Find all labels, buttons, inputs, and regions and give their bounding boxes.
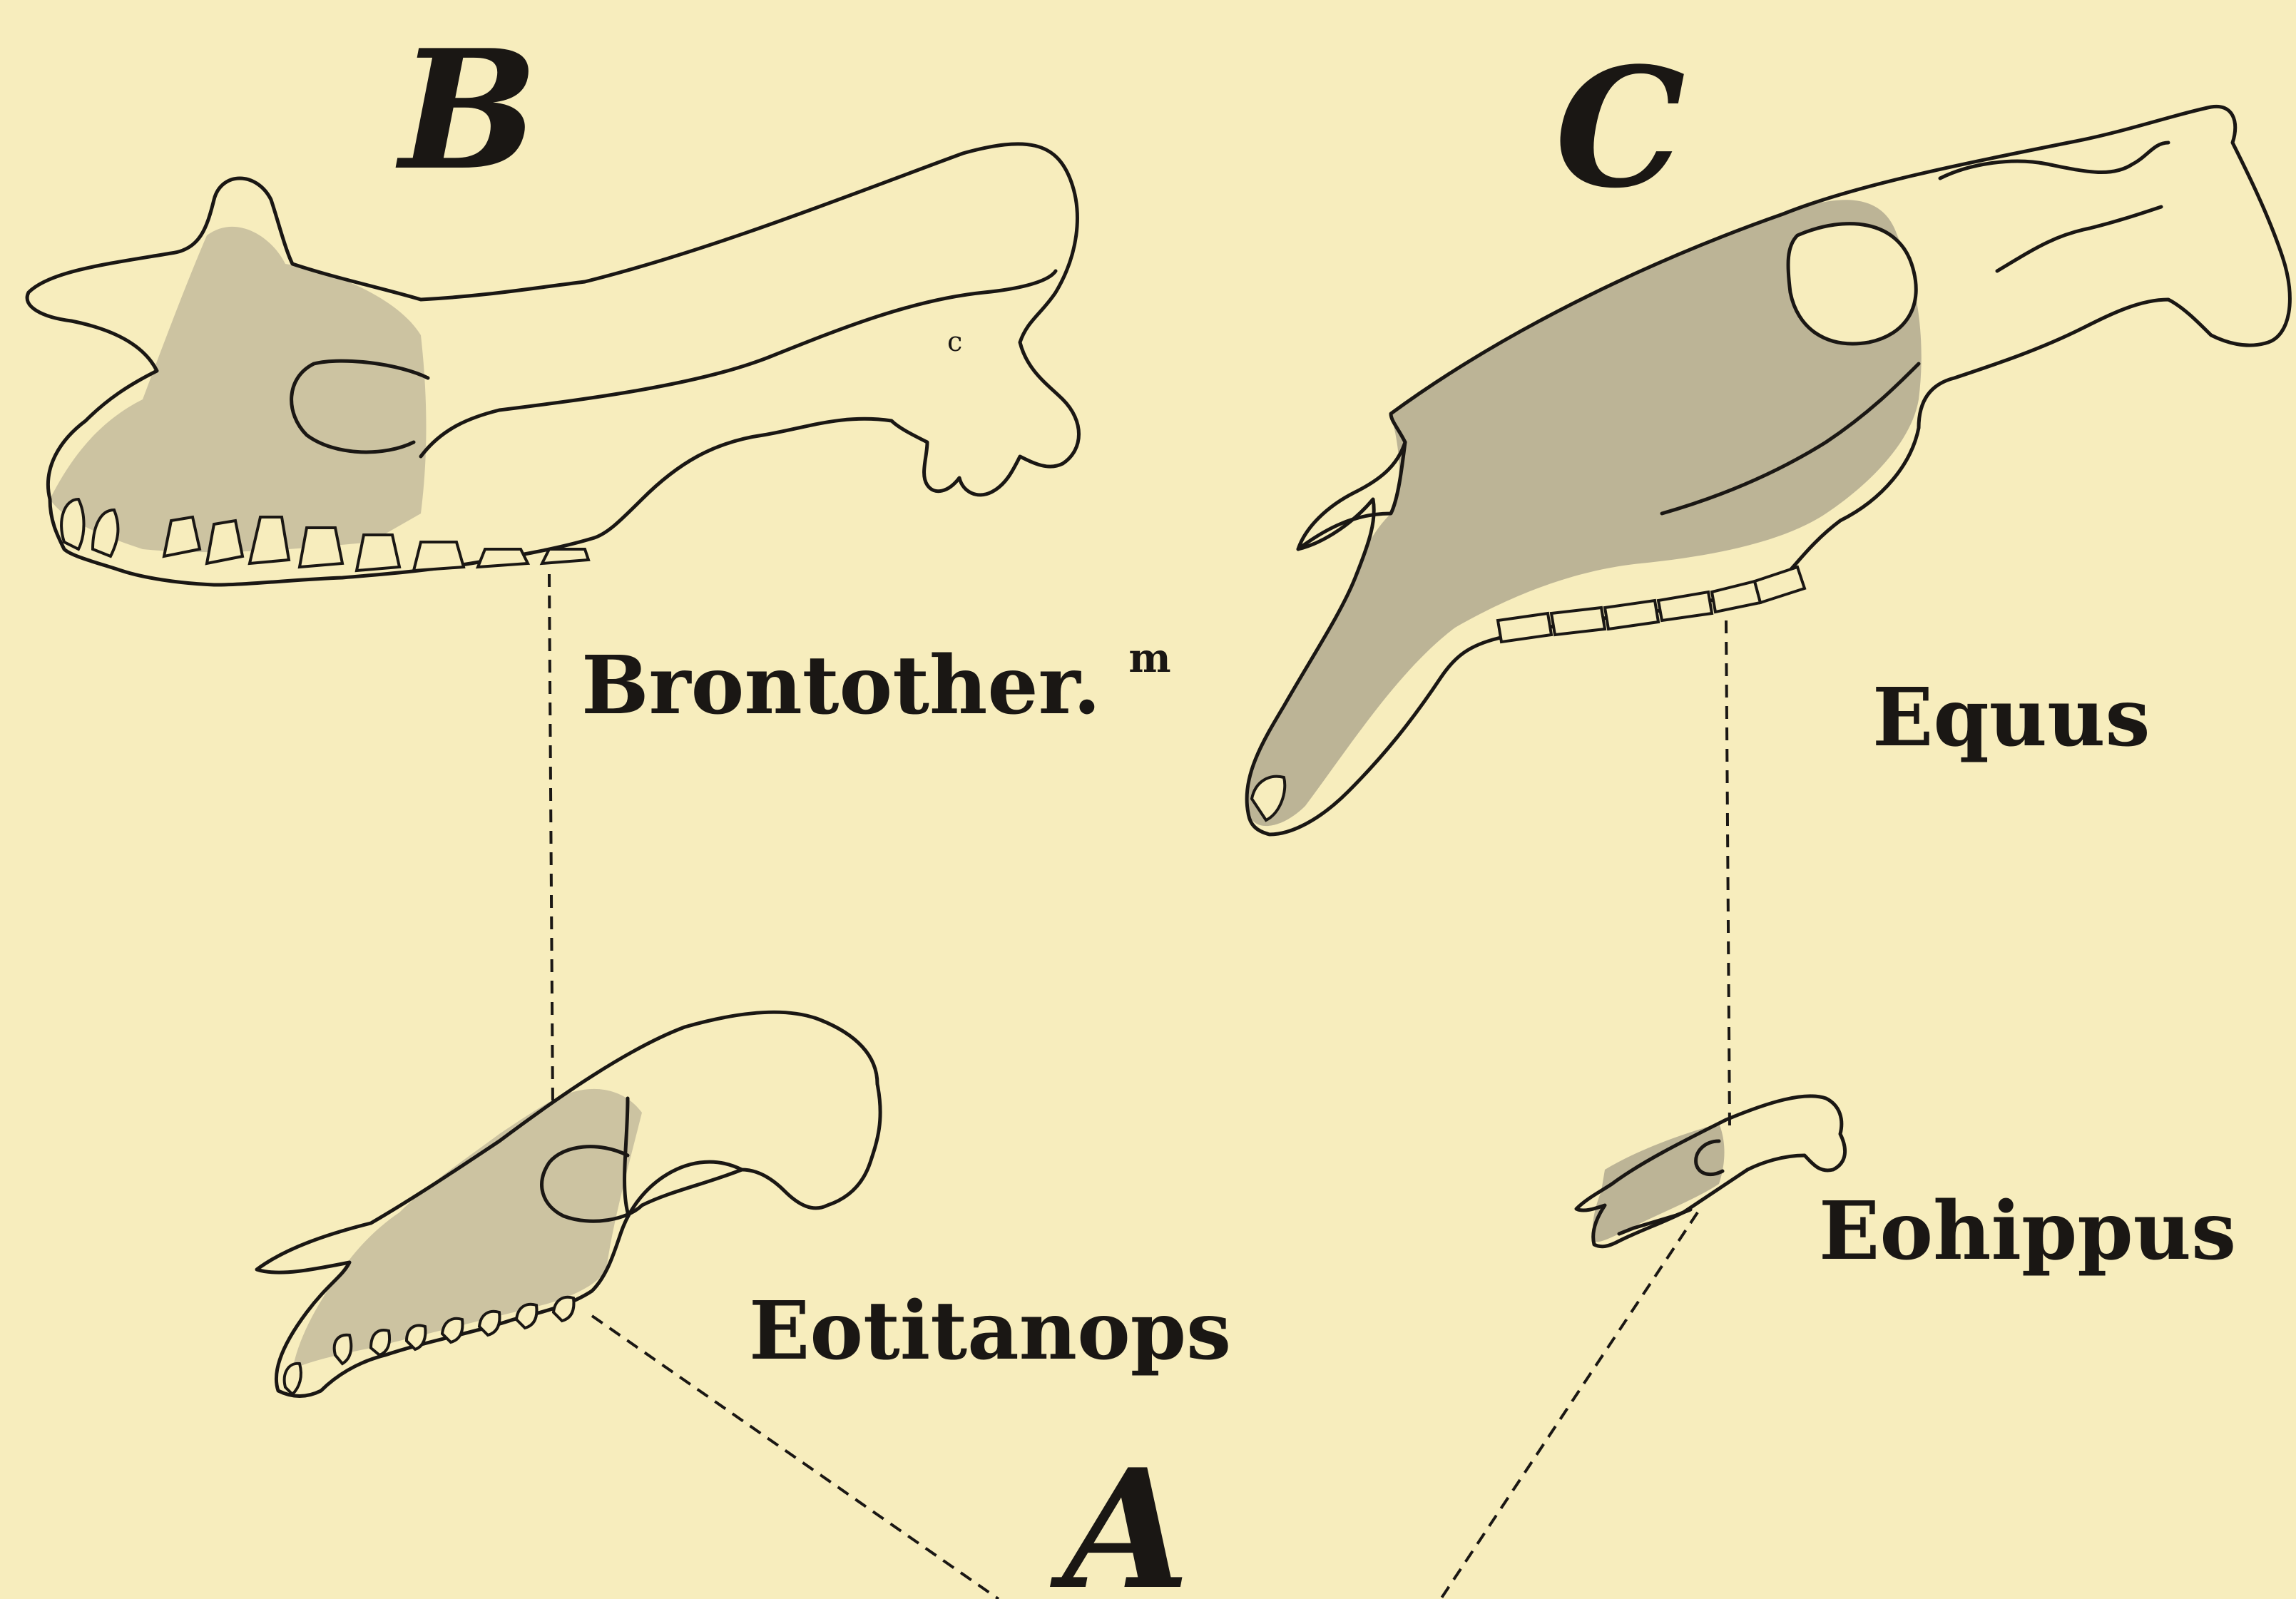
connector-equus-eohippus bbox=[1726, 620, 1730, 1130]
letter-a: A bbox=[1050, 1434, 1190, 1599]
letter-b: B bbox=[395, 14, 538, 207]
brontotherium-shaded-region bbox=[50, 227, 427, 552]
brontotherium-zygomatic-arch bbox=[421, 271, 1056, 456]
letter-c: C bbox=[1555, 32, 1685, 225]
connector-brontotherium-eotitanops bbox=[549, 574, 553, 1109]
label-eohippus: Eohippus bbox=[1819, 1185, 2236, 1278]
label-brontotherium-text: Brontother. bbox=[581, 639, 1101, 732]
label-brontotherium: Brontother. m bbox=[581, 635, 1171, 732]
label-brontotherium-sup: m bbox=[1128, 635, 1170, 682]
label-equus: Equus bbox=[1872, 671, 2150, 765]
brontotherium-skull: c bbox=[27, 144, 1078, 585]
equus-orbit bbox=[1788, 224, 1916, 344]
label-eotitanops: Eotitanops bbox=[749, 1284, 1231, 1378]
connector-eohippus-a bbox=[1441, 1212, 1698, 1599]
eohippus-skull bbox=[1576, 1096, 1845, 1247]
brontotherium-c-mark: c bbox=[947, 326, 962, 357]
